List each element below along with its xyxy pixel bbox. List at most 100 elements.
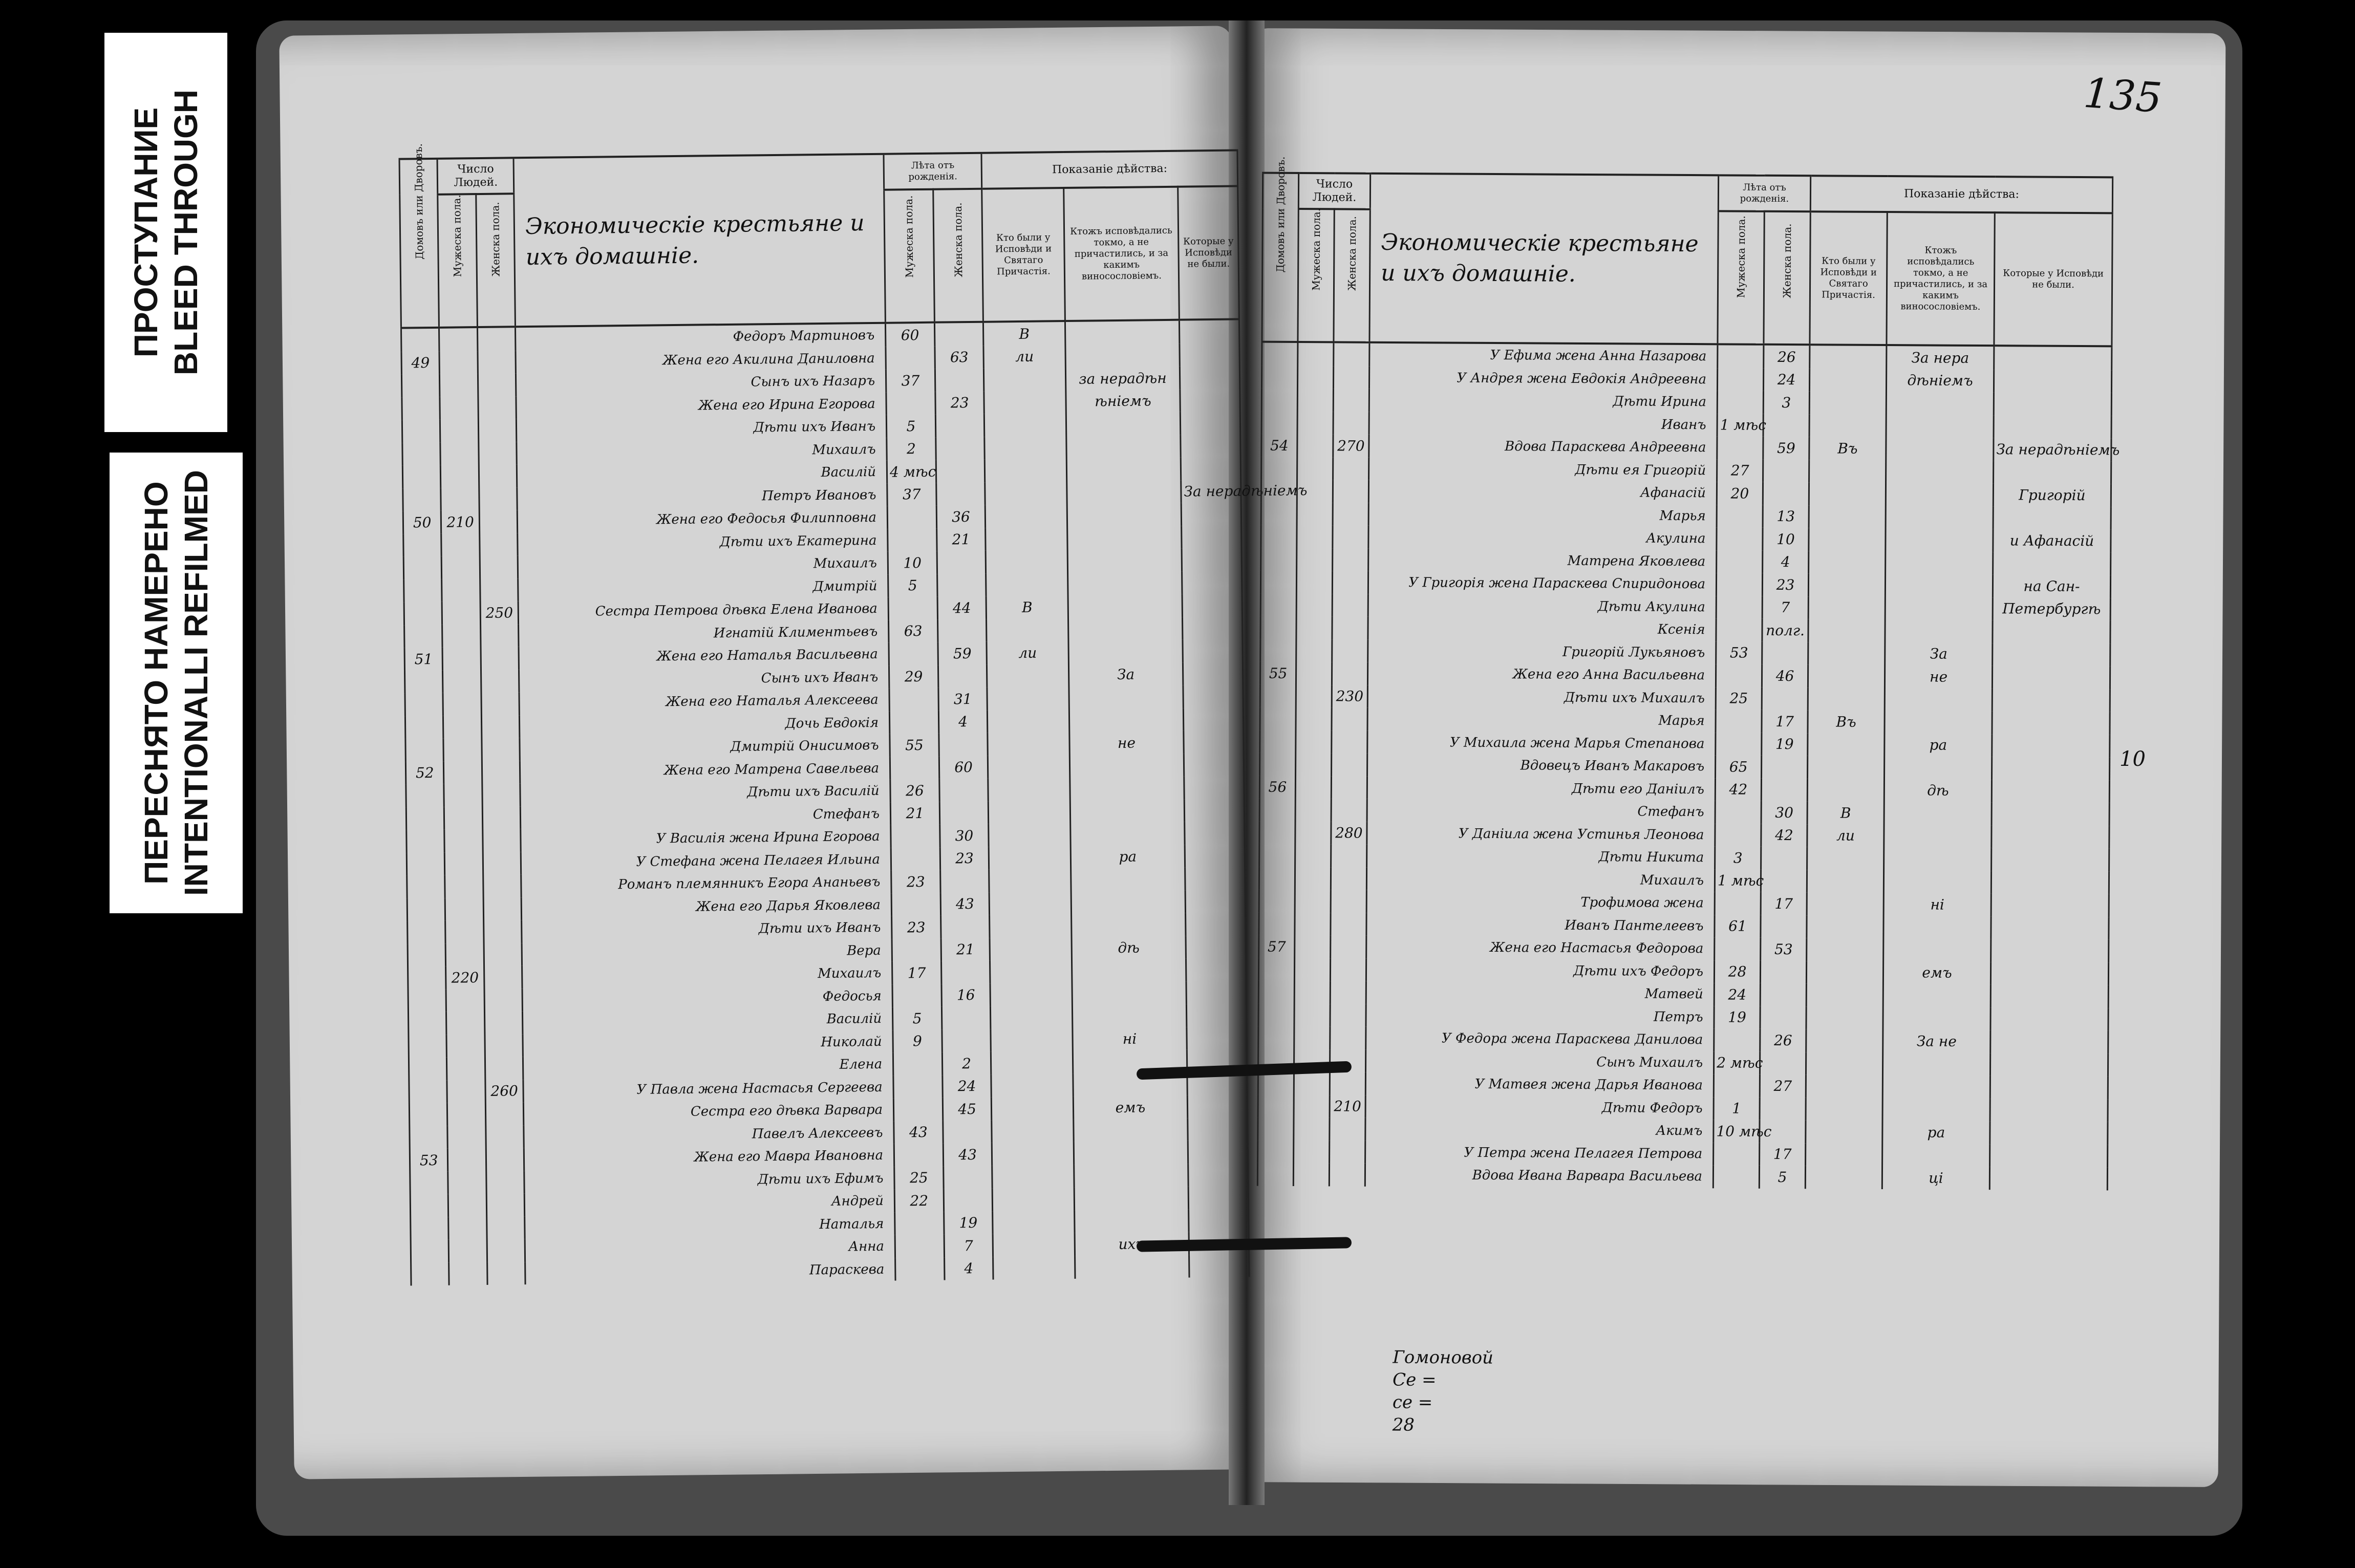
cell-c: [1179, 319, 1239, 344]
cell-b: [1072, 958, 1186, 983]
cell-dom: 53: [410, 1148, 448, 1172]
cell-lm: [892, 984, 942, 1007]
cell-b: [1066, 412, 1181, 436]
cell-lz: [943, 1166, 993, 1189]
header-chislo: Число Людей.: [1298, 173, 1371, 209]
cell-z: [485, 1057, 524, 1080]
cell-z: [1332, 525, 1369, 549]
cell-c: [1186, 980, 1247, 1004]
cell-m: [1296, 662, 1332, 685]
cell-dom: [1260, 593, 1297, 617]
cell-z: [1332, 616, 1368, 640]
cell-a: [988, 732, 1070, 756]
cell-m: [445, 897, 484, 921]
cell-dom: [403, 579, 442, 603]
cell-c: [1989, 1144, 2108, 1168]
cell-name: Вдовецъ Иванъ Макаровъ: [1367, 753, 1716, 778]
cell-lm: [1717, 504, 1763, 528]
cell-lm: [887, 505, 937, 529]
cell-b: [1883, 870, 1992, 894]
cell-dom: 57: [1258, 935, 1295, 958]
cell-c: [1186, 1003, 1247, 1027]
cell-lm: [891, 893, 941, 916]
cell-b: ці: [1882, 1166, 1990, 1190]
cell-b: [1066, 457, 1181, 482]
cell-lz: 30: [939, 824, 989, 848]
cell-z: [1331, 890, 1367, 913]
cell-b: [1067, 548, 1182, 573]
cell-z: [1331, 867, 1367, 890]
cell-dom: [408, 966, 446, 990]
cell-name: Афанасій: [1368, 480, 1717, 505]
cell-m: [443, 715, 482, 739]
cell-lm: [1714, 937, 1761, 961]
cell-z: [479, 532, 518, 556]
cell-lm: [890, 824, 940, 848]
cell-z: [1329, 1140, 1365, 1164]
cell-a: [992, 1187, 1075, 1212]
cell-a: [992, 1210, 1075, 1234]
cell-c: [1990, 1030, 2108, 1054]
cell-name: Сестра Петрова дѣвка Елена Иванова: [518, 597, 889, 624]
cell-b: [1065, 319, 1180, 345]
cell-c: [1994, 369, 2112, 393]
cell-dom: 51: [404, 647, 443, 671]
cell-lz: [941, 1029, 991, 1053]
cell-lz: [941, 960, 991, 984]
right-page-notes: Гомоновой Се = се = 28: [1393, 1346, 1494, 1436]
cell-a: [987, 663, 1069, 688]
cell-lz: [938, 733, 988, 757]
cell-m: [1297, 411, 1334, 435]
cell-c: [1993, 506, 2111, 530]
cell-m: [442, 647, 481, 671]
cell-z: [483, 897, 522, 920]
cell-m: [444, 852, 483, 875]
cell-name: Марья: [1367, 707, 1716, 733]
cell-a: [1808, 596, 1886, 620]
cell-lz: [1760, 983, 1807, 1006]
cell-lm: [889, 711, 939, 734]
cell-a: [1808, 619, 1886, 642]
cell-c: [1184, 821, 1245, 845]
cell-c: [1188, 1208, 1249, 1232]
cell-z: [482, 783, 521, 807]
cell-dom: [408, 943, 446, 967]
cell-name: Сынъ ихъ Иванъ: [519, 665, 889, 693]
cell-a: [1807, 733, 1885, 757]
cell-a: [985, 504, 1067, 528]
cell-name: Михаилъ: [517, 438, 887, 465]
cell-b: дѣ: [1071, 936, 1186, 960]
cell-c: [1185, 889, 1246, 913]
cell-a: [987, 709, 1069, 733]
cell-lm: [889, 688, 939, 712]
cell-m: [448, 1193, 487, 1217]
cell-dom: [1257, 1163, 1294, 1186]
cell-lz: 7: [1762, 596, 1809, 619]
cell-a: [1809, 459, 1886, 483]
cell-c: [1991, 848, 2109, 871]
cell-lz: 17: [1759, 1143, 1806, 1166]
cell-z: [1333, 411, 1369, 435]
cell-z: [484, 988, 523, 1012]
cell-lz: [935, 459, 986, 483]
cell-m: [1294, 935, 1331, 958]
cell-lz: 16: [941, 983, 991, 1007]
cell-lz: 26: [1763, 344, 1810, 369]
right-margin-note: 10: [2120, 747, 2146, 771]
cell-c: [1994, 346, 2112, 370]
cell-a: [988, 755, 1070, 779]
cell-dom: [404, 693, 443, 717]
cell-m: [446, 1034, 485, 1058]
cell-z: [1333, 480, 1369, 503]
cell-c: [1182, 593, 1243, 617]
cell-a: [1807, 847, 1884, 870]
cell-name: Дѣти ихъ Ефимъ: [524, 1167, 895, 1194]
cell-name: Анна: [525, 1235, 895, 1262]
cell-dom: [404, 602, 442, 626]
cell-b: [1884, 711, 1993, 734]
cell-z: [485, 1125, 524, 1148]
cell-dom: [405, 784, 444, 808]
cell-c: [1992, 711, 2110, 735]
page-number: 135: [2082, 69, 2164, 122]
